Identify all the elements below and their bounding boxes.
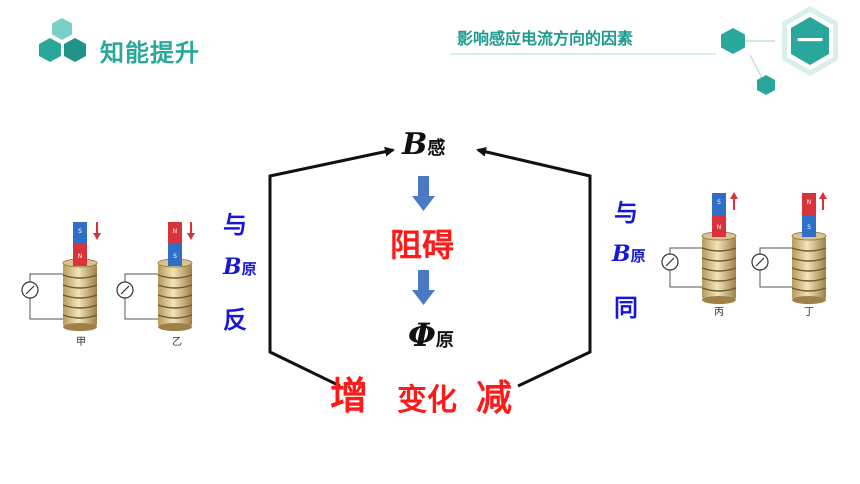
figure-yi (116, 222, 195, 332)
b-induced-subscript: 感 (427, 138, 446, 159)
pole-label: N (78, 253, 83, 260)
header-decoration (450, 6, 838, 95)
left-loop-line (268, 146, 395, 388)
left-b-symbol: B (223, 254, 242, 280)
left-relation-b: B原 (223, 254, 257, 280)
right-b-symbol: B (612, 241, 631, 267)
logo-hexagons-icon (39, 18, 86, 62)
left-relation-with: 与 (223, 211, 247, 239)
pole-label: N (717, 224, 722, 231)
right-relation-with: 与 (614, 199, 638, 227)
down-arrow-icon-2 (412, 270, 435, 305)
right-relation-same: 同 (614, 294, 638, 322)
b-induced-symbol: B (402, 127, 428, 162)
figure-bing (661, 192, 738, 305)
hinder-label: 阻碍 (390, 226, 455, 264)
b-induced-label: B感 (402, 127, 445, 162)
increase-label: 增 (330, 374, 369, 418)
change-label: 变化 (397, 383, 457, 418)
phi-subscript: 原 (435, 330, 454, 351)
figure-jia (21, 222, 101, 332)
pole-label: S (807, 224, 811, 231)
figure-label-bing: 丙 (714, 307, 724, 318)
pole-label: N (173, 228, 178, 235)
figure-label-ding: 丁 (804, 307, 814, 318)
figure-ding (751, 192, 827, 305)
section-number-badge: 一 (796, 27, 823, 57)
left-relation-opposite: 反 (223, 306, 247, 334)
figure-label-jia: 甲 (76, 337, 86, 348)
topic-subtitle: 影响感应电流方向的因素 (457, 29, 634, 48)
decrease-label: 减 (476, 378, 513, 419)
down-arrow-icon-1 (412, 176, 435, 211)
pole-label: S (78, 228, 82, 235)
section-title: 知能提升 (100, 39, 200, 67)
right-loop-line (476, 146, 592, 388)
right-relation-b: B原 (612, 241, 646, 267)
left-b-subscript: 原 (241, 260, 257, 278)
figure-label-yi: 乙 (172, 337, 182, 348)
phi-original-label: Φ原 (408, 316, 454, 354)
pole-label: S (173, 253, 177, 260)
pole-label: N (807, 199, 812, 206)
right-b-subscript: 原 (630, 247, 646, 265)
phi-symbol: Φ (408, 316, 436, 354)
pole-label: S (717, 199, 721, 206)
